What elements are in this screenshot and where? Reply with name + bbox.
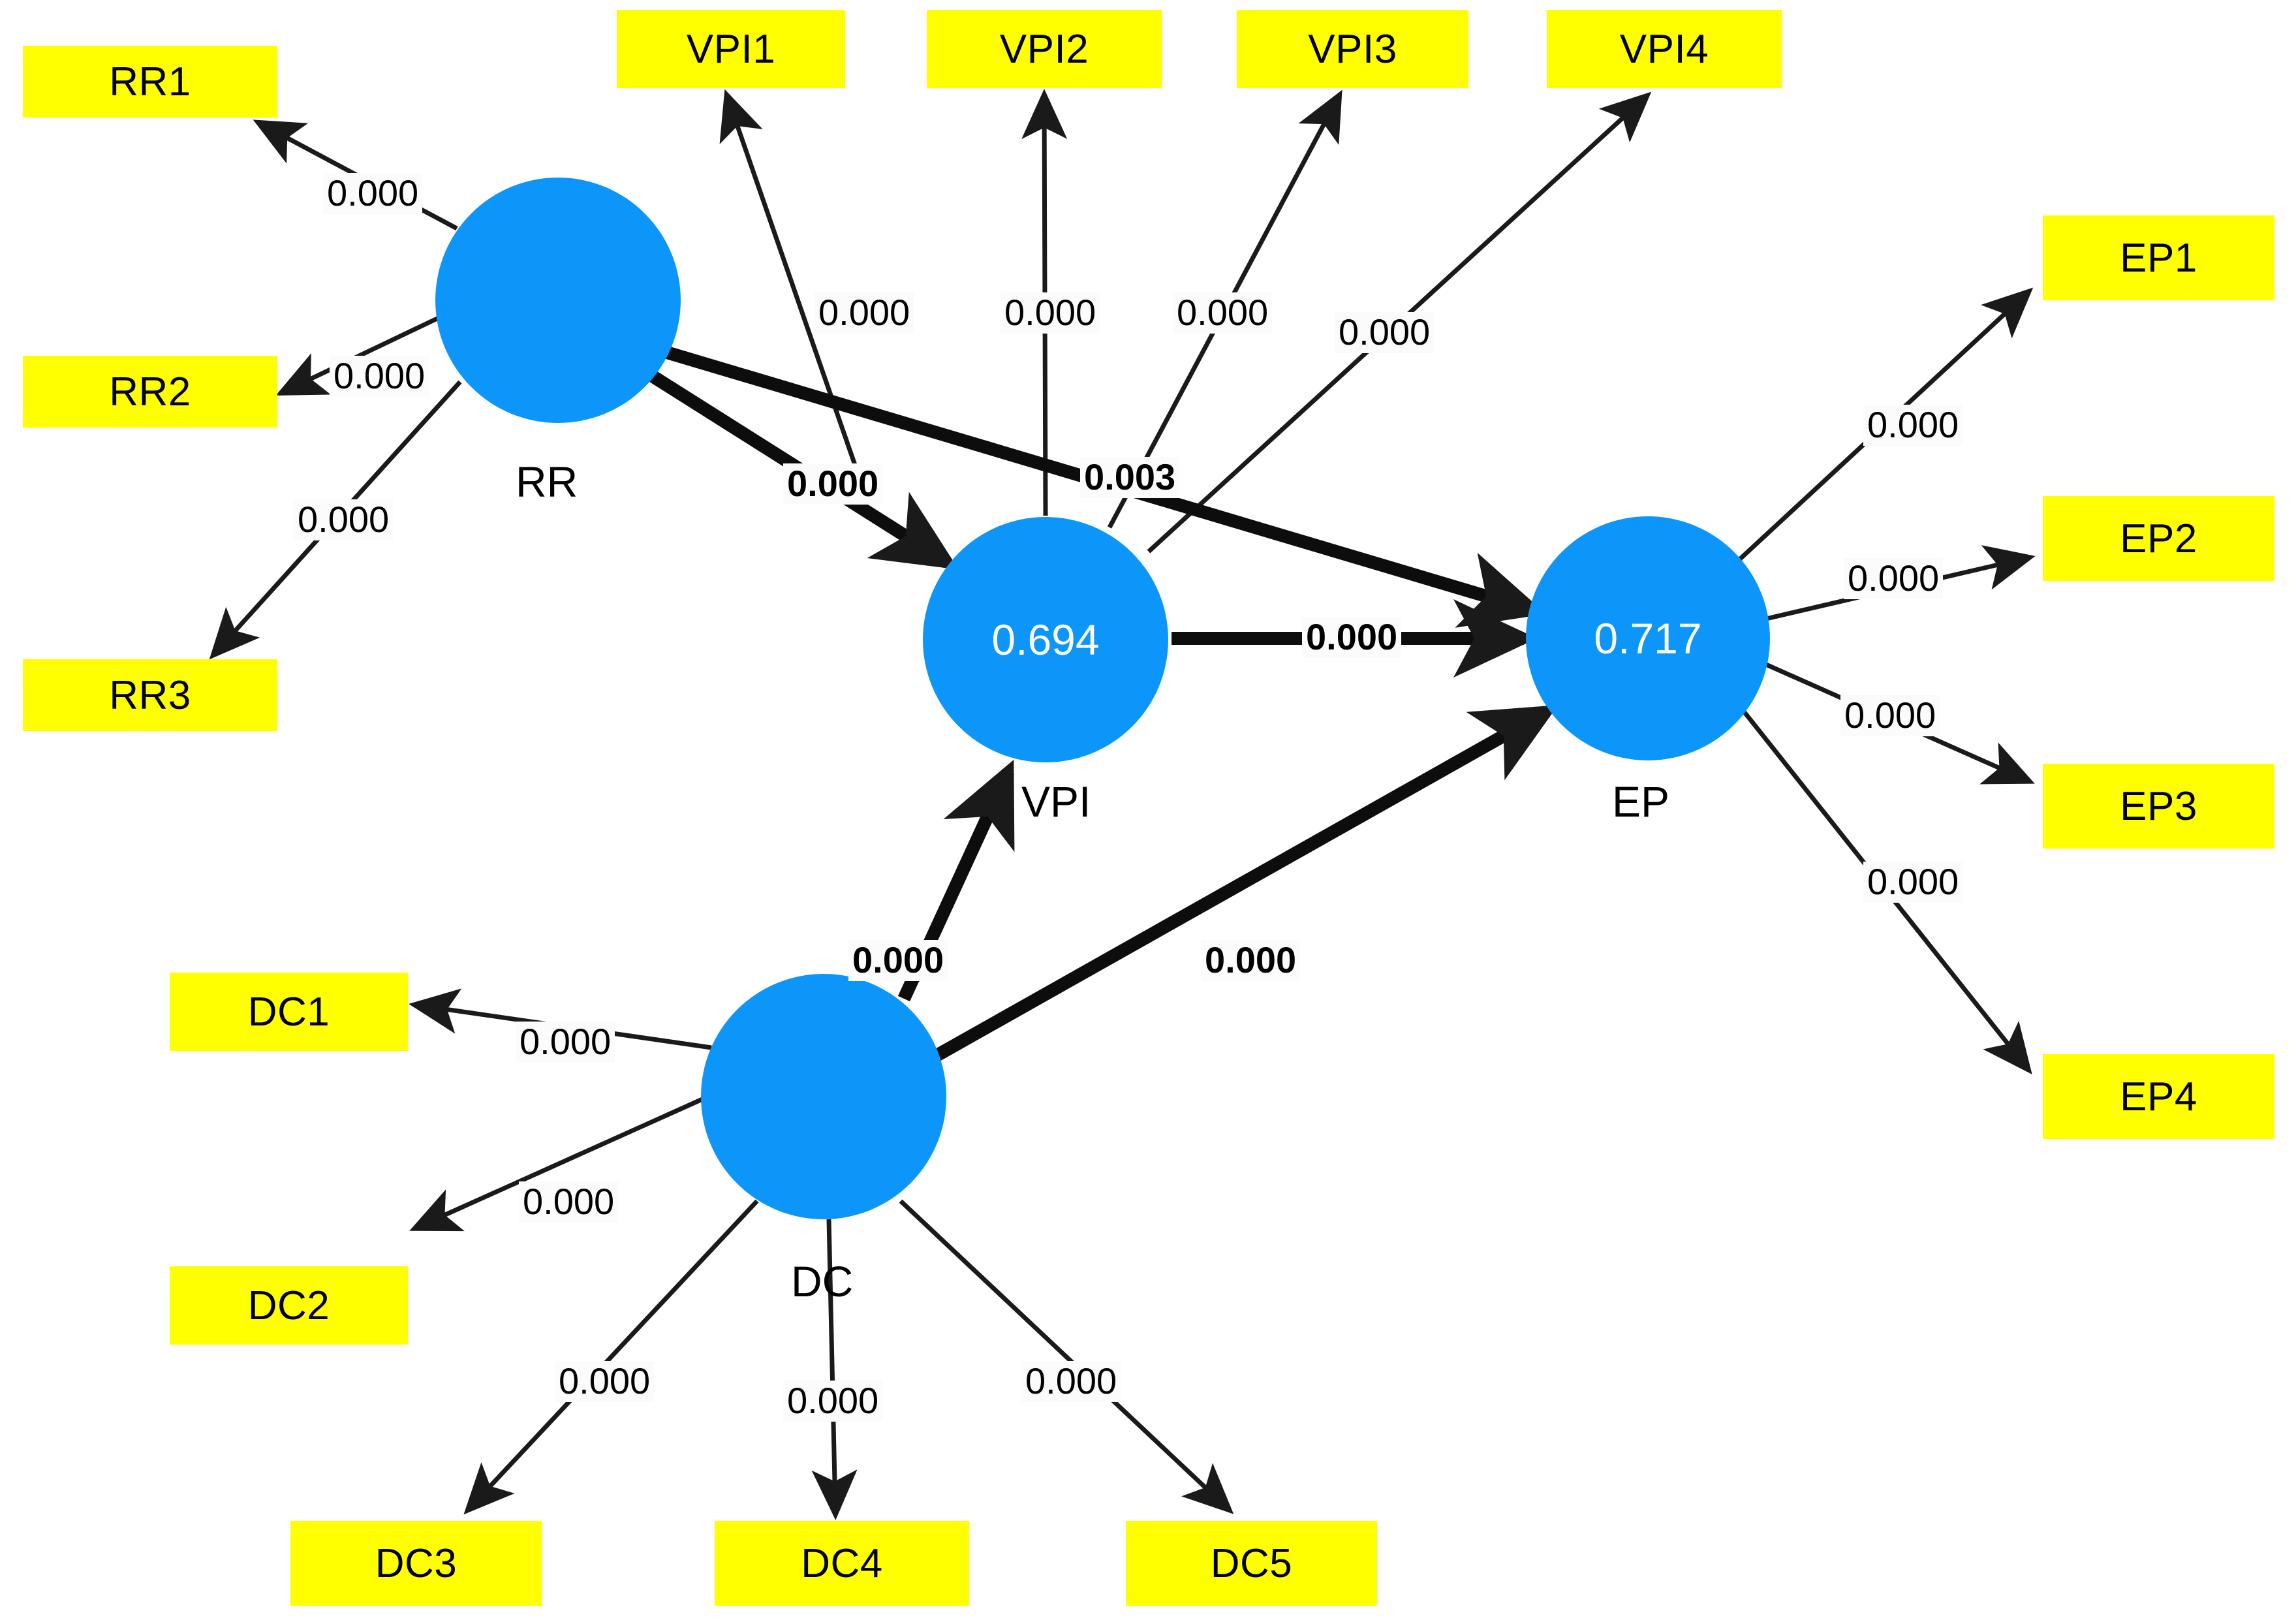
path-label-ep-ep4: 0.000 xyxy=(1863,862,1963,903)
construct-r2-value: 0.717 xyxy=(1594,614,1702,663)
path-label-vpi-vpi4: 0.000 xyxy=(1335,312,1435,353)
construct-name-vpi: VPI xyxy=(1021,777,1091,826)
path-label-dc-vpi: 0.000 xyxy=(848,940,948,981)
indicator-label: DC2 xyxy=(247,1283,330,1328)
path-label-dc-dc4: 0.000 xyxy=(783,1381,883,1422)
indicator-box-vpi1[interactable]: VPI1 xyxy=(617,10,845,88)
indicator-label: DC1 xyxy=(247,989,330,1035)
indicator-box-dc1[interactable]: DC1 xyxy=(170,973,408,1051)
construct-name-text: EP xyxy=(1612,777,1670,826)
path-label-dc-dc3: 0.000 xyxy=(555,1361,655,1402)
path-label-rr-vpi1: 0.000 xyxy=(814,292,914,334)
indicator-label: DC3 xyxy=(375,1540,458,1586)
path-label-dc-dc1: 0.000 xyxy=(516,1022,615,1063)
indicator-label: EP2 xyxy=(2120,516,2197,561)
construct-circle-rr[interactable] xyxy=(435,178,681,423)
indicator-box-rr3[interactable]: RR3 xyxy=(23,659,277,731)
indicator-box-ep2[interactable]: EP2 xyxy=(2043,496,2274,581)
construct-name-dc: DC xyxy=(791,1257,853,1306)
construct-r2-value: 0.694 xyxy=(991,616,1100,664)
indicator-box-vpi2[interactable]: VPI2 xyxy=(927,10,1162,88)
indicator-label: EP3 xyxy=(2120,783,2197,829)
indicator-box-dc5[interactable]: DC5 xyxy=(1126,1521,1377,1606)
indicator-label: DC4 xyxy=(801,1540,883,1586)
path-label-dc-dc5: 0.000 xyxy=(1021,1361,1121,1402)
indicator-label: RR1 xyxy=(109,59,191,104)
construct-circle-ep[interactable]: 0.717 xyxy=(1526,516,1770,760)
edge-dc-dc3 xyxy=(463,1199,759,1515)
path-label-rr-rr1: 0.000 xyxy=(323,173,423,214)
construct-name-rr: RR xyxy=(516,457,578,507)
construct-name-text: VPI xyxy=(1021,777,1091,826)
indicator-label: RR3 xyxy=(109,672,191,718)
indicator-box-vpi3[interactable]: VPI3 xyxy=(1237,10,1468,88)
indicator-label: EP4 xyxy=(2120,1074,2197,1119)
construct-circle-vpi[interactable]: 0.694 xyxy=(923,517,1168,762)
path-label-rr-ep: 0.003 xyxy=(1080,457,1180,498)
path-label-vpi-ep: 0.000 xyxy=(1302,617,1402,658)
path-label-vpi-vpi3: 0.000 xyxy=(1173,292,1273,334)
indicator-label: VPI2 xyxy=(999,26,1089,72)
edge-dc-ep xyxy=(930,705,1559,1063)
path-label-vpi-vpi2: 0.000 xyxy=(1001,292,1100,334)
construct-name-text: DC xyxy=(791,1257,854,1305)
construct-name-text: RR xyxy=(516,458,578,506)
indicator-label: VPI3 xyxy=(1308,26,1397,72)
construct-name-ep: EP xyxy=(1612,777,1669,826)
construct-circle-dc[interactable] xyxy=(701,974,946,1219)
indicator-box-dc3[interactable]: DC3 xyxy=(290,1521,542,1606)
path-label-rr-rr3: 0.000 xyxy=(294,499,394,540)
indicator-box-ep1[interactable]: EP1 xyxy=(2043,215,2274,300)
path-label-ep-ep2: 0.000 xyxy=(1844,558,1944,599)
path-label-dc-ep: 0.000 xyxy=(1201,940,1301,981)
indicator-box-dc2[interactable]: DC2 xyxy=(170,1266,408,1345)
edge-dc-dc5 xyxy=(899,1199,1234,1514)
indicator-box-dc4[interactable]: DC4 xyxy=(715,1521,969,1606)
indicator-box-rr1[interactable]: RR1 xyxy=(23,46,277,117)
indicator-label: EP1 xyxy=(2120,235,2197,281)
path-label-ep-ep1: 0.000 xyxy=(1863,405,1963,446)
path-label-ep-ep3: 0.000 xyxy=(1840,695,1940,736)
path-label-rr-vpi: 0.000 xyxy=(783,463,883,505)
indicator-label: VPI1 xyxy=(686,26,776,72)
indicator-box-rr2[interactable]: RR2 xyxy=(23,356,277,428)
path-label-rr-rr2: 0.000 xyxy=(330,356,429,397)
indicator-label: DC5 xyxy=(1210,1540,1293,1586)
indicator-label: RR2 xyxy=(109,369,191,414)
indicator-box-ep4[interactable]: EP4 xyxy=(2043,1054,2274,1139)
indicator-label: VPI4 xyxy=(1619,26,1709,72)
indicator-box-ep3[interactable]: EP3 xyxy=(2043,764,2274,849)
indicator-box-vpi4[interactable]: VPI4 xyxy=(1547,10,1782,88)
path-label-dc-dc2: 0.000 xyxy=(519,1181,619,1223)
